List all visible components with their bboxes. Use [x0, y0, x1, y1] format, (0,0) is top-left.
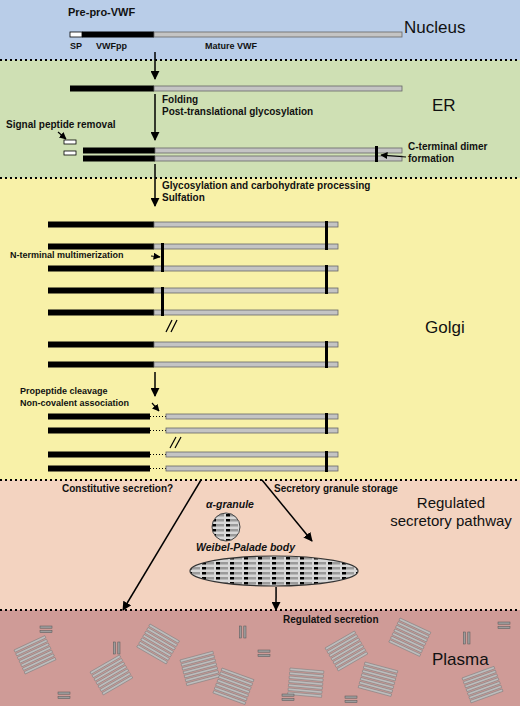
weibel-palade-ellipse	[190, 556, 358, 586]
annotation-label: Folding	[162, 94, 198, 106]
node-label: Weibel-Palade body	[196, 541, 295, 554]
annotation-label: Post-translational glycosylation	[162, 106, 313, 118]
edge-label: Constitutive secretion?	[62, 483, 173, 495]
edge-label: Regulated secretion	[283, 614, 379, 626]
annotation-label: Glycosylation and carbohydrate processin…	[162, 180, 370, 192]
node-label: Regulated secretory pathway	[388, 494, 514, 530]
granule: α-granule	[198, 498, 268, 542]
node-label: Plasma	[432, 650, 489, 670]
node-label: Golgi	[425, 318, 465, 338]
annotation-label: Mature VWF	[205, 41, 257, 52]
annotation-label: C-terminal dimer formation	[408, 141, 518, 165]
granule: Weibel-Palade body	[188, 541, 360, 587]
annotation-label: Propeptide cleavage	[20, 386, 108, 397]
compartment-band: Plasma	[0, 610, 520, 706]
edge-label: Secretory granule storage	[274, 483, 398, 495]
annotation-label: Sulfation	[162, 192, 205, 204]
annotation-label: N-terminal multimerization	[10, 250, 124, 261]
annotation-label: Non-covalent association	[20, 398, 129, 409]
compartment-band: Regulated secretory pathway α-granuleWeib…	[0, 480, 520, 610]
node-label: ER	[432, 96, 456, 116]
compartment-band: Golgi	[0, 178, 520, 480]
annotation-label: Signal peptide removal	[6, 119, 115, 131]
node-label: α-granule	[206, 498, 254, 511]
alpha-granule-circle	[212, 513, 240, 541]
annotation-label: SP	[70, 41, 82, 52]
annotation-label: VWFpp	[96, 41, 127, 52]
annotation-label: Pre-pro-VWF	[68, 6, 135, 19]
node-label: Nucleus	[404, 18, 465, 38]
